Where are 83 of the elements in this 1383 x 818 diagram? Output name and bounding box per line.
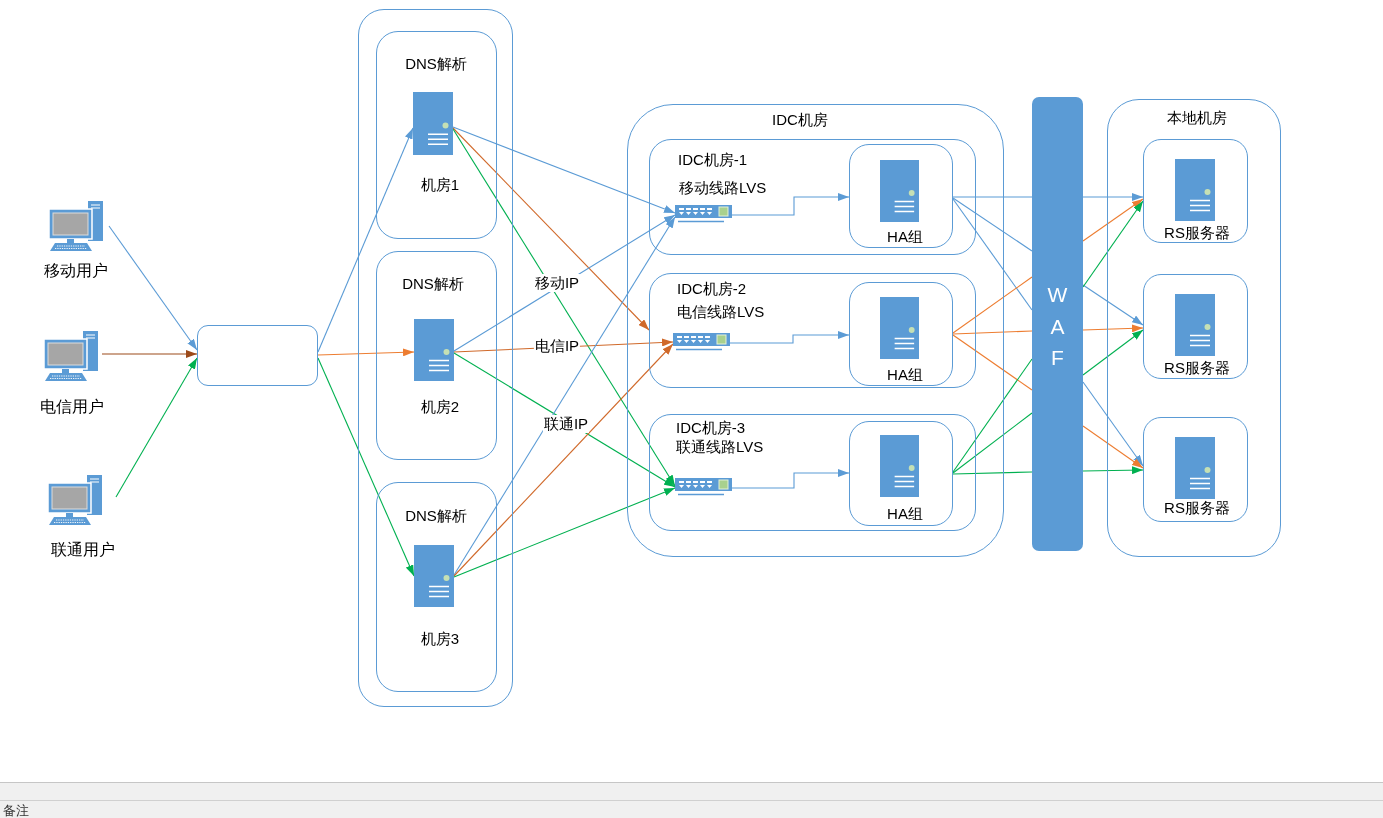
rounded-box — [376, 251, 497, 460]
arrow — [453, 487, 676, 578]
rounded-box — [197, 325, 318, 386]
box-label: RS服务器 — [1164, 359, 1230, 377]
arrow — [452, 126, 676, 214]
group-frame — [627, 104, 1004, 557]
box-title: IDC机房-1 — [678, 151, 748, 169]
box-title: DNS解析 — [405, 55, 467, 73]
arrow — [1082, 466, 1144, 475]
arrow — [731, 193, 850, 216]
arrow — [108, 225, 198, 351]
connector-line — [952, 276, 1033, 334]
arrow — [1082, 193, 1144, 201]
arrow — [317, 127, 414, 353]
rounded-box — [849, 421, 953, 526]
pane-label: 备注 — [3, 803, 29, 818]
box-subtitle: 联通线路LVS — [676, 438, 764, 456]
group-title: 本地机房 — [1167, 109, 1227, 127]
connector-line — [952, 330, 1033, 335]
rounded-box — [849, 144, 953, 248]
box-title: IDC机房-2 — [677, 280, 747, 298]
switch-icon — [675, 205, 732, 223]
rounded-box — [649, 414, 976, 531]
rounded-box — [849, 282, 953, 386]
arrow — [453, 216, 676, 576]
arrow — [101, 350, 198, 358]
rounded-box — [376, 482, 497, 692]
box-subtitle: 移动线路LVS — [679, 179, 767, 197]
box-title: IDC机房-3 — [676, 419, 746, 437]
box-label: HA组 — [887, 366, 923, 384]
user-label: 电信用户 — [40, 397, 104, 417]
rounded-box — [376, 31, 497, 239]
server-icon — [413, 92, 453, 155]
arrow — [1082, 284, 1144, 326]
arrow — [1082, 381, 1144, 467]
rounded-box — [649, 139, 976, 255]
connector-line — [952, 358, 1033, 473]
arrow — [1082, 198, 1144, 242]
rounded-box — [649, 273, 976, 388]
vertical-bar: W A F — [1032, 97, 1083, 551]
box-subtitle: 电信线路LVS — [677, 303, 765, 321]
box-title: DNS解析 — [405, 507, 467, 525]
arrow — [1082, 329, 1144, 376]
arrow — [729, 331, 850, 344]
connector-line — [952, 334, 1033, 391]
connector-line — [952, 197, 1033, 252]
user-label: 移动用户 — [44, 261, 108, 281]
connector-line — [952, 412, 1033, 474]
arrow — [1082, 200, 1144, 288]
server-icon — [414, 545, 454, 607]
edge-label: 联通IP — [542, 415, 590, 433]
box-caption: 机房1 — [420, 176, 460, 194]
edge-label: 移动IP — [533, 274, 581, 292]
server-icon — [414, 319, 454, 381]
arrow — [453, 343, 674, 577]
box-caption: 机房2 — [420, 398, 460, 416]
box-label: RS服务器 — [1164, 499, 1230, 517]
switch-icon — [675, 478, 732, 496]
arrow — [1082, 425, 1144, 469]
box-label: HA组 — [887, 228, 923, 246]
connector-line — [952, 196, 1033, 198]
arrow — [452, 127, 650, 331]
group-title: IDC机房 — [772, 111, 828, 129]
rounded-box — [1143, 139, 1248, 243]
box-label: HA组 — [887, 505, 923, 523]
box-caption: 机房3 — [420, 630, 460, 648]
user-label: 联通用户 — [51, 540, 115, 560]
group-frame — [1107, 99, 1281, 557]
rounded-box — [1143, 417, 1248, 522]
connector-line — [952, 471, 1033, 475]
arrow — [317, 357, 415, 577]
arrow — [1082, 324, 1144, 333]
edge-label: 电信IP — [533, 337, 581, 355]
group-frame — [358, 9, 513, 707]
arrow — [731, 469, 850, 489]
arrow — [452, 128, 676, 487]
connector-line — [952, 198, 1033, 311]
rounded-box — [1143, 274, 1248, 379]
switch-icon — [673, 333, 730, 351]
box-label: RS服务器 — [1164, 224, 1230, 242]
arrow — [115, 357, 198, 498]
box-title: DNS解析 — [402, 275, 464, 293]
arrow — [317, 348, 415, 357]
